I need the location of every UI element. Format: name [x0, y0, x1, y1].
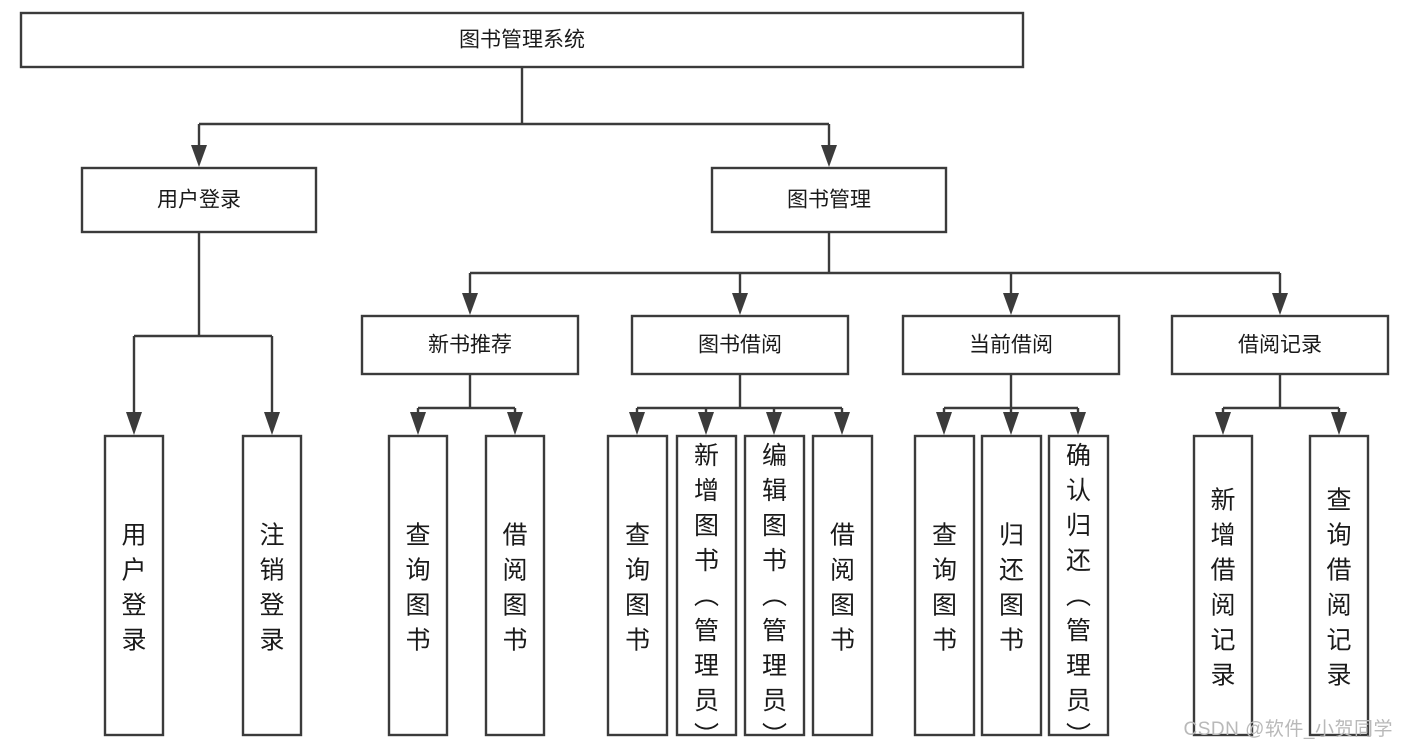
node-book-borrow-label: 图书借阅: [698, 334, 782, 357]
arrow-head-current-borrow: [1003, 293, 1019, 315]
node-leaf-borrow-book-rec-label: 借阅图书: [502, 522, 527, 655]
node-leaf-query-book-cur-label: 查询图书: [932, 522, 957, 655]
arrow-head-book-borrow: [732, 293, 748, 315]
node-leaf-query-book-borrow[interactable]: 查询图书: [606, 434, 669, 737]
node-new-book-rec[interactable]: 新书推荐: [360, 314, 580, 376]
arrow-head-leaf-add-book: [698, 412, 714, 435]
node-root[interactable]: 图书管理系统: [19, 11, 1025, 69]
node-leaf-return-book-box[interactable]: [980, 434, 1043, 737]
node-book-manage-box[interactable]: [710, 166, 948, 234]
node-leaf-query-record[interactable]: 查询借阅记录: [1308, 434, 1370, 737]
node-leaf-user-login[interactable]: 用户登录: [103, 434, 165, 737]
node-leaf-borrow-book-label: 借阅图书: [830, 522, 855, 655]
arrow-head-new-book-rec: [462, 293, 478, 315]
node-leaf-add-book-label: 新增图书︵管理员︶: [694, 442, 719, 747]
connector-layer: [126, 67, 1347, 435]
node-current-borrow-label: 当前借阅: [969, 334, 1053, 357]
node-leaf-edit-book-label: 编辑图书︵管理员︶: [762, 442, 787, 747]
node-leaf-confirm-return[interactable]: 确认归还︵管理员︶: [1047, 434, 1110, 747]
arrow-head-leaf-logout: [264, 412, 280, 435]
node-leaf-borrow-book-rec-box[interactable]: [484, 434, 546, 737]
node-leaf-add-record[interactable]: 新增借阅记录: [1192, 434, 1254, 737]
node-leaf-confirm-return-label: 确认归还︵管理员︶: [1066, 442, 1091, 747]
node-leaf-return-book[interactable]: 归还图书: [980, 434, 1043, 737]
node-leaf-query-book-borrow-box[interactable]: [606, 434, 669, 737]
node-leaf-logout-box[interactable]: [241, 434, 303, 737]
node-leaf-query-record-label: 查询借阅记录: [1326, 487, 1351, 690]
arrow-head-book-manage: [821, 145, 837, 167]
node-leaf-borrow-book-rec[interactable]: 借阅图书: [484, 434, 546, 737]
node-leaf-add-record-label: 新增借阅记录: [1210, 487, 1235, 690]
node-leaf-confirm-return-box[interactable]: [1047, 434, 1110, 737]
arrow-head-leaf-query-record: [1331, 412, 1347, 435]
node-current-borrow-box[interactable]: [901, 314, 1121, 376]
arrow-head-leaf-query-book-cur: [936, 412, 952, 435]
node-new-book-rec-label: 新书推荐: [428, 334, 512, 357]
node-leaf-query-record-box[interactable]: [1308, 434, 1370, 737]
node-root-box[interactable]: [19, 11, 1025, 69]
node-borrow-record[interactable]: 借阅记录: [1170, 314, 1390, 376]
arrow-head-leaf-borrow-book: [834, 412, 850, 435]
node-user-login-box[interactable]: [80, 166, 318, 234]
node-new-book-rec-box[interactable]: [360, 314, 580, 376]
node-leaf-query-book-borrow-label: 查询图书: [625, 522, 650, 655]
node-current-borrow[interactable]: 当前借阅: [901, 314, 1121, 376]
node-leaf-query-book-rec-label: 查询图书: [405, 522, 430, 655]
arrow-head-leaf-query-book-rec: [410, 412, 426, 435]
node-leaf-add-book[interactable]: 新增图书︵管理员︶: [675, 434, 738, 747]
node-leaf-borrow-book-box[interactable]: [811, 434, 874, 737]
arrow-head-leaf-edit-book: [766, 412, 782, 435]
node-user-login[interactable]: 用户登录: [80, 166, 318, 234]
arrow-head-leaf-user-login: [126, 412, 142, 435]
node-book-manage[interactable]: 图书管理: [710, 166, 948, 234]
node-leaf-user-login-label: 用户登录: [121, 522, 146, 655]
node-book-manage-label: 图书管理: [787, 189, 871, 212]
node-leaf-borrow-book[interactable]: 借阅图书: [811, 434, 874, 737]
node-user-login-label: 用户登录: [157, 189, 241, 212]
node-leaf-query-book-cur[interactable]: 查询图书: [913, 434, 976, 737]
node-borrow-record-box[interactable]: [1170, 314, 1390, 376]
node-leaf-logout-label: 注销登录: [259, 522, 284, 655]
arrow-head-leaf-add-record: [1215, 412, 1231, 435]
leaf-node-layer: 用户登录 注销登录 查询图书 借阅图书 查询图书 新增图书︵管理员︶ 编辑图书︵管理员︶ 借阅…: [103, 434, 1370, 747]
node-leaf-user-login-box[interactable]: [103, 434, 165, 737]
node-leaf-query-book-cur-box[interactable]: [913, 434, 976, 737]
arrow-head-borrow-record: [1272, 293, 1288, 315]
node-borrow-record-label: 借阅记录: [1238, 334, 1322, 357]
node-leaf-edit-book-box[interactable]: [743, 434, 806, 737]
node-leaf-logout[interactable]: 注销登录: [241, 434, 303, 737]
arrow-head-leaf-query-book-borrow: [629, 412, 645, 435]
node-book-borrow[interactable]: 图书借阅: [630, 314, 850, 376]
arrow-head-leaf-return-book: [1003, 412, 1019, 435]
node-leaf-return-book-label: 归还图书: [999, 522, 1024, 655]
node-leaf-add-record-box[interactable]: [1192, 434, 1254, 737]
node-root-label: 图书管理系统: [459, 29, 585, 52]
node-book-borrow-box[interactable]: [630, 314, 850, 376]
node-leaf-edit-book[interactable]: 编辑图书︵管理员︶: [743, 434, 806, 747]
arrow-head-leaf-confirm-return: [1070, 412, 1086, 435]
arrow-head-leaf-borrow-book-rec: [507, 412, 523, 435]
node-leaf-query-book-rec-box[interactable]: [387, 434, 449, 737]
arrow-head-user-login: [191, 145, 207, 167]
node-leaf-query-book-rec[interactable]: 查询图书: [387, 434, 449, 737]
node-leaf-add-book-box[interactable]: [675, 434, 738, 737]
